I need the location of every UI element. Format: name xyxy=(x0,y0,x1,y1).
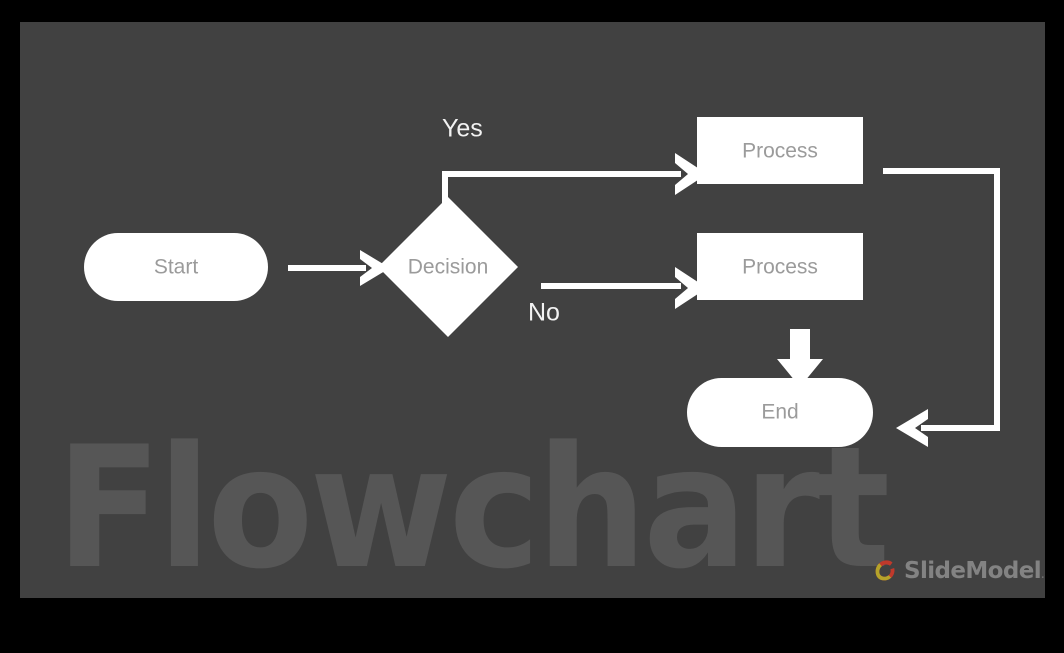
connector-process-1-to-end xyxy=(883,168,1000,447)
node-process-1-label: Process xyxy=(742,140,818,163)
node-start[interactable]: Start xyxy=(84,233,268,301)
node-start-label: Start xyxy=(154,256,199,279)
connector-decision-yes-to-process-1 xyxy=(442,153,707,219)
node-decision-label: Decision xyxy=(408,256,489,279)
slidemodel-logo: SlideModel.com xyxy=(873,554,1045,588)
branch-label-no: No xyxy=(528,299,560,327)
node-decision[interactable]: Decision xyxy=(378,197,518,337)
node-end[interactable]: End xyxy=(687,378,873,447)
node-process-2[interactable]: Process xyxy=(697,233,863,300)
branch-label-yes: Yes xyxy=(442,115,483,143)
slidemodel-wordmark-text: SlideModel xyxy=(904,557,1042,584)
watermark-title: Flowchart xyxy=(56,410,890,598)
node-end-label: End xyxy=(761,401,798,424)
connector-decision-no-to-process-2 xyxy=(541,267,707,309)
connector-start-to-decision xyxy=(288,250,390,286)
slidemodel-logo-mark-icon xyxy=(875,560,895,581)
slidemodel-tld-text: .com xyxy=(1041,570,1045,581)
slide-canvas: Flowchart xyxy=(20,22,1045,598)
node-process-1[interactable]: Process xyxy=(697,117,863,184)
node-process-2-label: Process xyxy=(742,256,818,279)
connector-process-2-to-end xyxy=(777,329,823,387)
flowchart-diagram: Start Decision Process Process End xyxy=(84,115,1000,447)
slidemodel-wordmark: SlideModel.com xyxy=(904,557,1045,584)
